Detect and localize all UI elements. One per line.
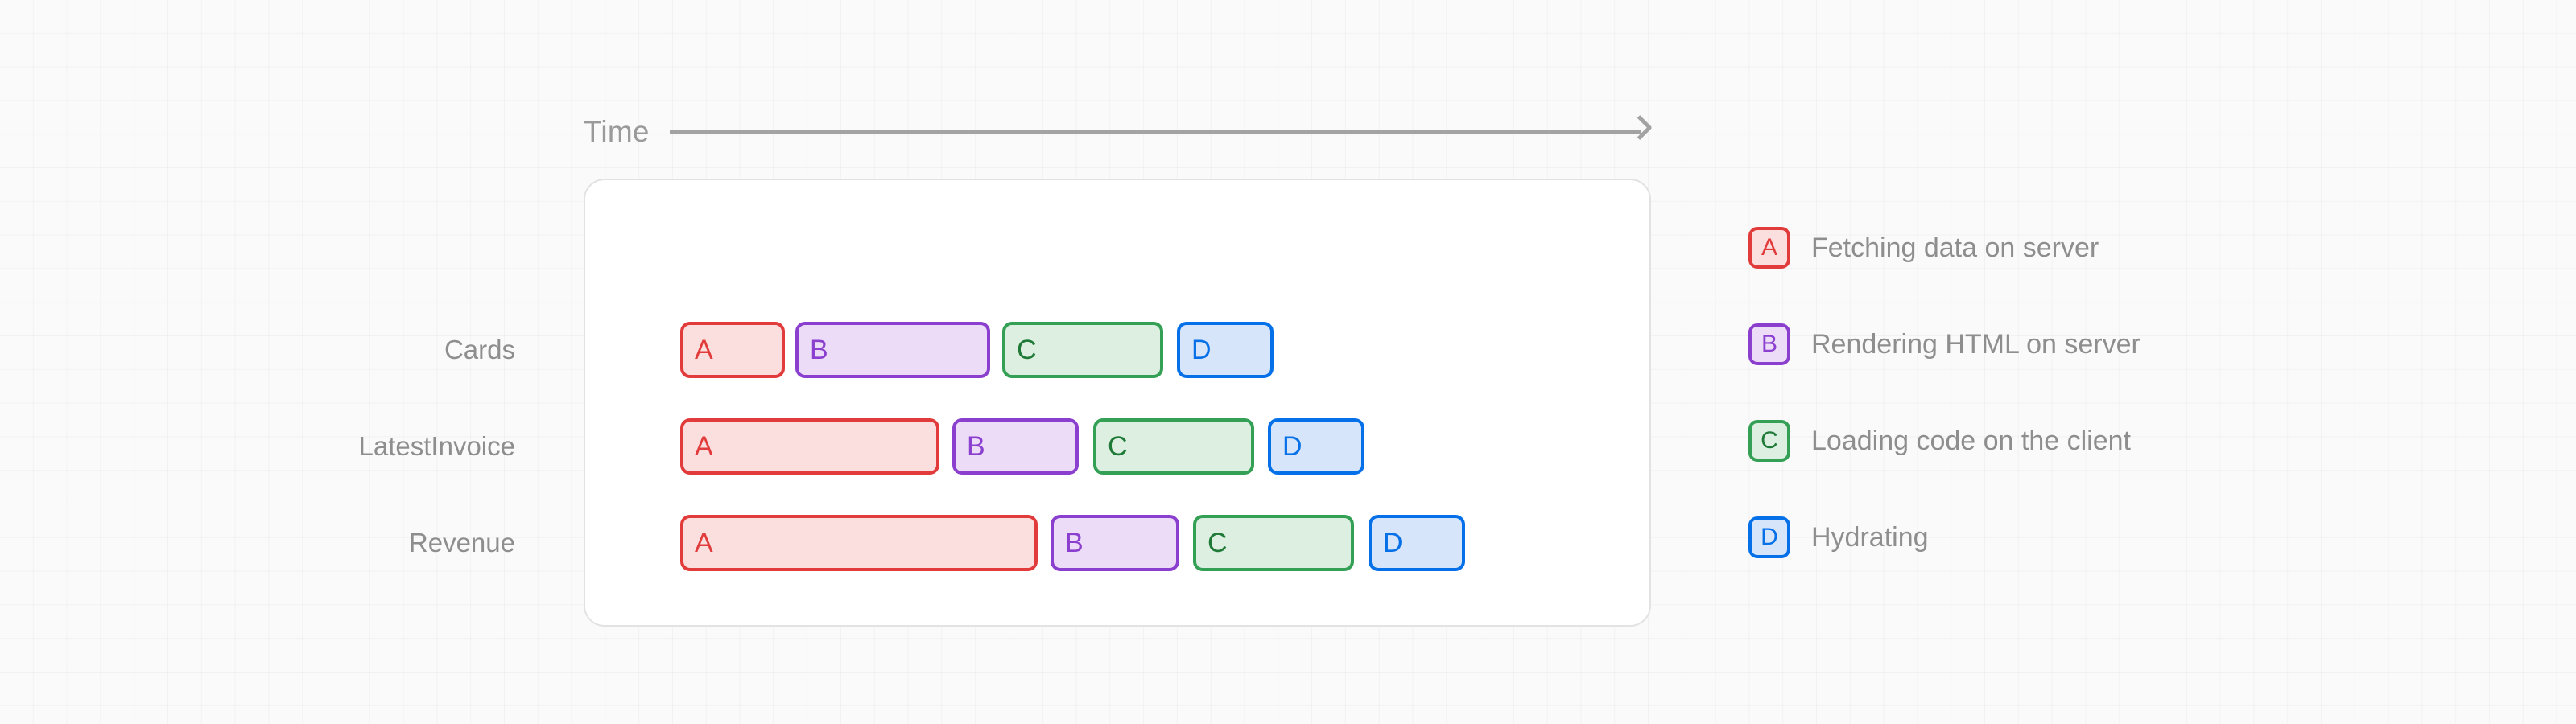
segment-d[interactable]: D <box>1177 322 1274 378</box>
segment-d[interactable]: D <box>1368 515 1465 571</box>
segment-b[interactable]: B <box>1051 515 1179 571</box>
legend-label: Rendering HTML on server <box>1811 329 2140 360</box>
row-label-latestinvoice: LatestInvoice <box>358 431 515 461</box>
segment-a[interactable]: A <box>680 515 1038 571</box>
legend-label: Loading code on the client <box>1811 426 2131 456</box>
row-label-cards: Cards <box>444 335 515 364</box>
legend-badge-c: C <box>1748 420 1790 462</box>
legend-item[interactable]: A Fetching data on server <box>1748 227 2099 269</box>
arrow-right-icon <box>669 115 1653 143</box>
legend-item[interactable]: D Hydrating <box>1748 516 1929 558</box>
segment-b[interactable]: B <box>952 418 1079 475</box>
legend-label: Fetching data on server <box>1811 232 2099 263</box>
legend-item[interactable]: C Loading code on the client <box>1748 420 2131 462</box>
legend-item[interactable]: B Rendering HTML on server <box>1748 323 2140 365</box>
segment-a[interactable]: A <box>680 322 785 378</box>
row-label-revenue: Revenue <box>408 528 515 557</box>
segment-c[interactable]: C <box>1002 322 1163 378</box>
time-axis: Time <box>584 113 1653 150</box>
legend-badge-a: A <box>1748 227 1790 269</box>
arrow-head <box>1627 115 1653 141</box>
segment-d[interactable]: D <box>1268 418 1364 475</box>
legend-badge-d: D <box>1748 516 1790 558</box>
legend-badge-b: B <box>1748 323 1790 365</box>
segment-a[interactable]: A <box>680 418 939 475</box>
arrow-shaft <box>669 129 1641 134</box>
legend-label: Hydrating <box>1811 522 1929 553</box>
segment-c[interactable]: C <box>1193 515 1354 571</box>
segment-b[interactable]: B <box>795 322 990 378</box>
segment-c[interactable]: C <box>1093 418 1254 475</box>
time-axis-label: Time <box>584 114 650 148</box>
